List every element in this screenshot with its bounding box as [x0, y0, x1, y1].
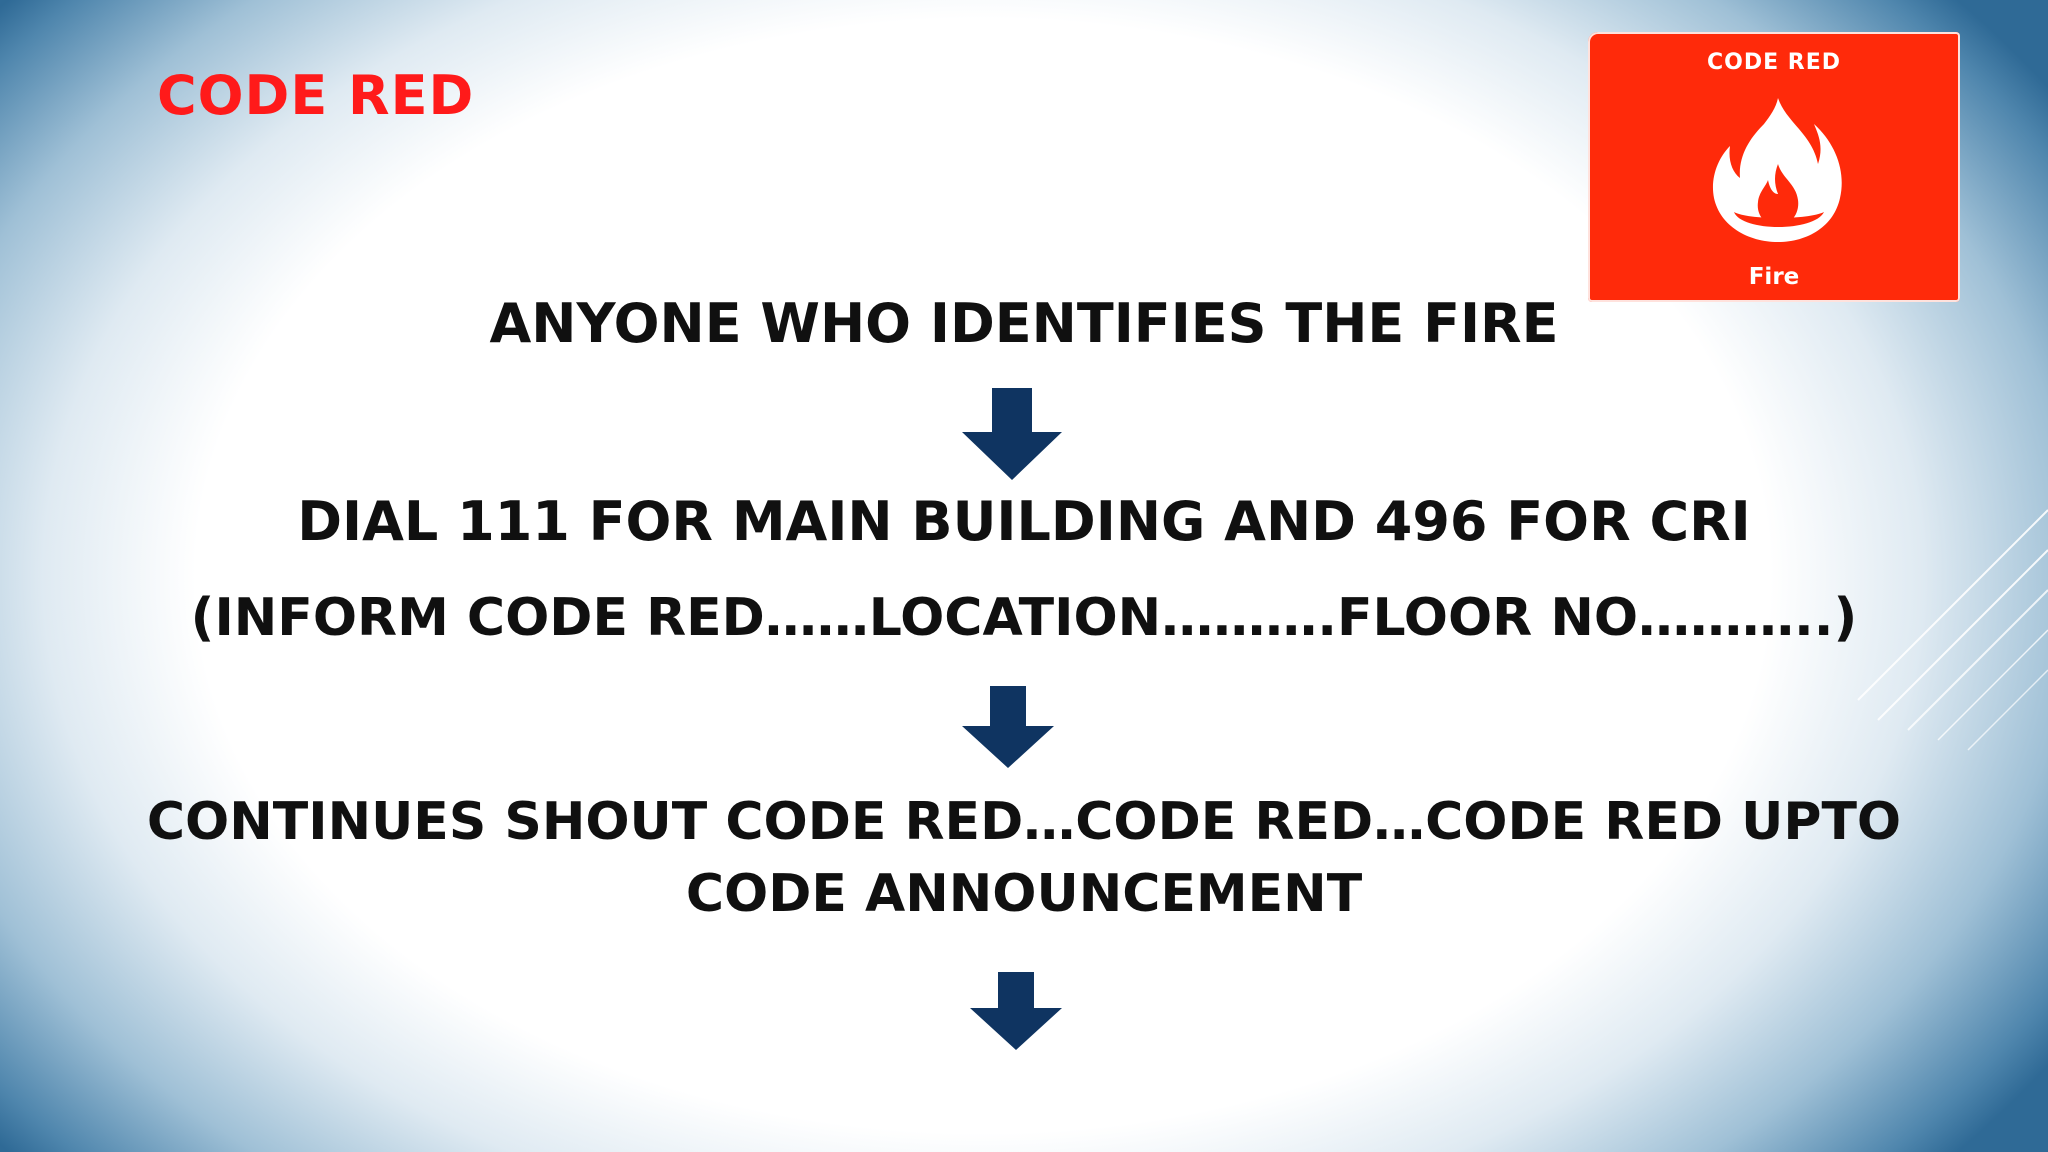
badge-title: CODE RED	[1706, 50, 1842, 75]
slide-title: CODE RED	[157, 64, 475, 127]
step-shout-line-2: CODE ANNOUNCEMENT	[685, 864, 1363, 924]
down-arrow-icon	[970, 972, 1062, 1050]
decorative-lines	[1857, 509, 2048, 751]
step-inform-details: (INFORM CODE RED……LOCATION……….FLOOR NO………	[190, 588, 1858, 648]
step-shout-code-red: CONTINUES SHOUT CODE RED…CODE RED…CODE R…	[0, 786, 2048, 930]
step-identify-fire: ANYONE WHO IDENTIFIES THE FIRE	[489, 292, 1559, 355]
step-dial-number: DIAL 111 FOR MAIN BUILDING AND 496 FOR C…	[297, 490, 1751, 553]
step-shout-line-1: CONTINUES SHOUT CODE RED…CODE RED…CODE R…	[146, 792, 1902, 852]
down-arrow-icon	[962, 686, 1054, 768]
down-arrow-icon	[962, 388, 1062, 480]
fire-icon	[1712, 98, 1842, 242]
code-red-badge: CODE RED Fire	[1588, 32, 1960, 302]
badge-label: Fire	[1748, 264, 1800, 290]
